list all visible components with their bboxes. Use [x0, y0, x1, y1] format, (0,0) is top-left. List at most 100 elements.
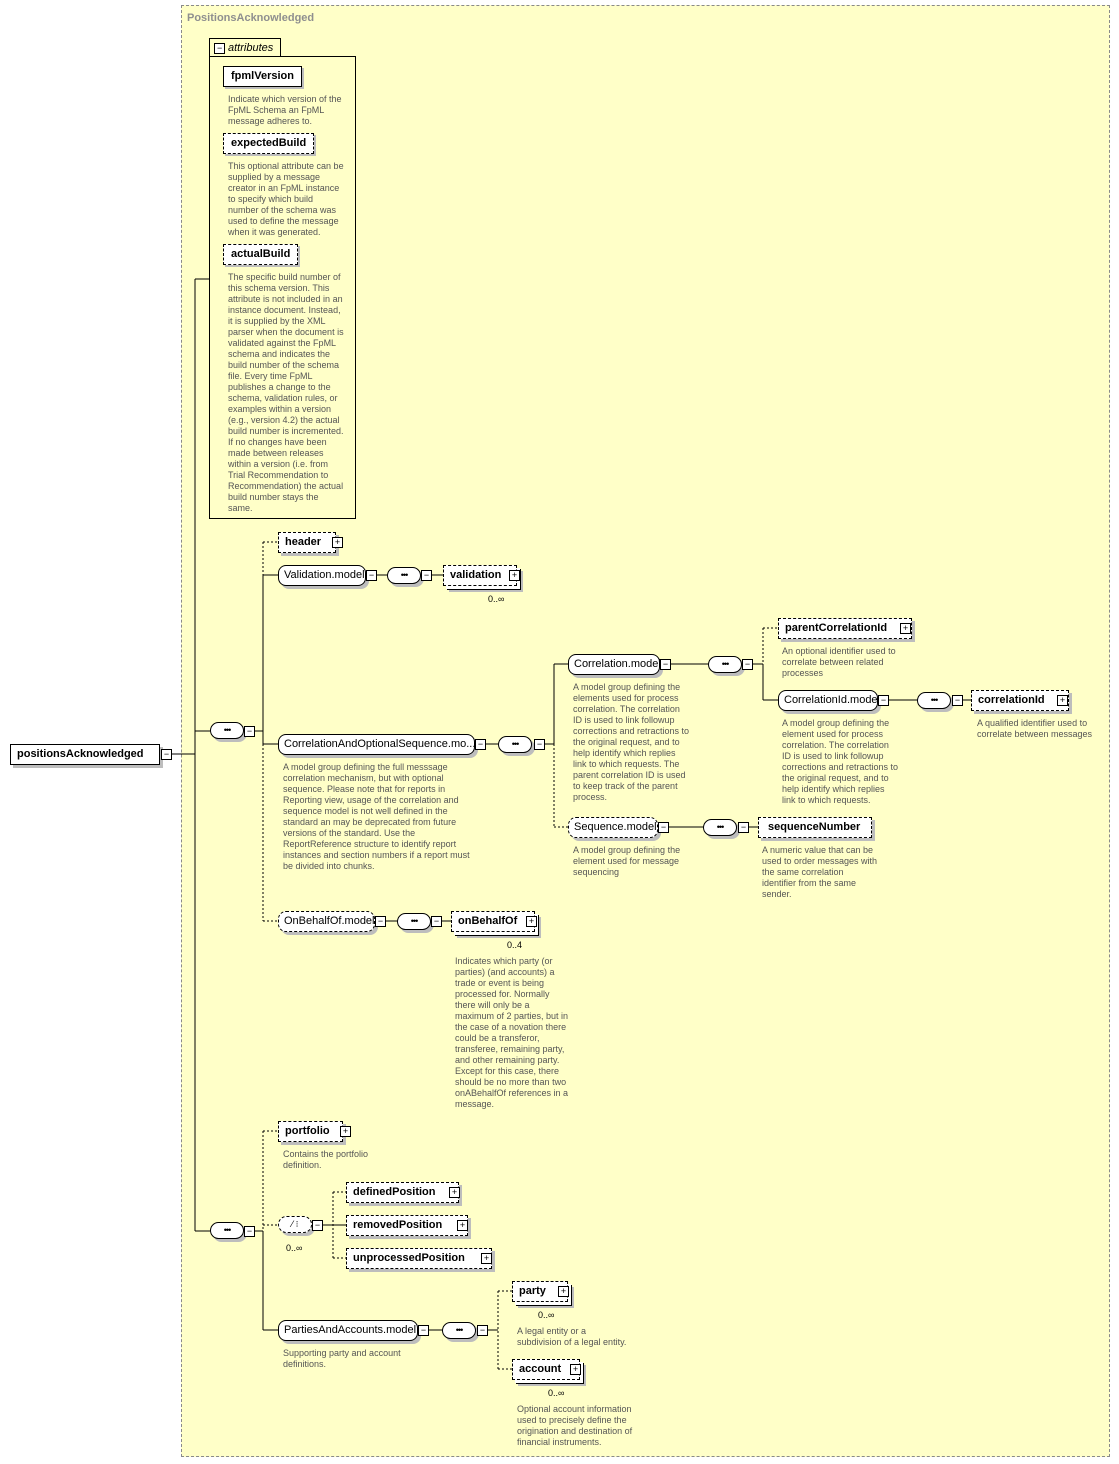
group-label: CorrelationId.model	[784, 694, 880, 706]
desc-line: creator in an FpML instance	[228, 183, 340, 193]
element-description: A numeric value that can be used to orde…	[762, 845, 887, 900]
desc-line: financial instruments.	[517, 1437, 602, 1447]
desc-line: subdivision of a legal entity.	[517, 1337, 627, 1347]
collapse-minus-icon[interactable]: −	[431, 916, 442, 927]
collapse-minus-icon[interactable]: −	[475, 739, 486, 750]
element-correlation-id[interactable]: correlationId	[971, 690, 1069, 711]
desc-line: link to which requests. The	[573, 759, 680, 769]
desc-line: the same correlation	[762, 867, 844, 877]
group-sequence-model[interactable]: Sequence.model	[568, 817, 658, 838]
expand-plus-icon[interactable]: +	[481, 1253, 492, 1264]
desc-line: help identify which replies	[782, 784, 885, 794]
attribute-expected-build[interactable]: expectedBuild	[223, 133, 315, 154]
desc-line: instances and section numbers if a repor…	[283, 850, 470, 860]
desc-line: sequence. Please note that for reports i…	[283, 784, 446, 794]
desc-line: Except for this case, there	[455, 1066, 560, 1076]
desc-line: be divided into chunks.	[283, 861, 375, 871]
sequence-compositor-icon: •••	[442, 1322, 476, 1339]
attribute-name: expectedBuild	[231, 137, 307, 149]
expand-plus-icon[interactable]: +	[526, 916, 537, 927]
collapse-minus-icon[interactable]: −	[658, 822, 669, 833]
desc-line: elements used for process	[573, 693, 679, 703]
root-element-label: positionsAcknowledged	[17, 748, 144, 760]
expand-plus-icon[interactable]: +	[457, 1220, 468, 1231]
group-parties-and-accounts-model[interactable]: PartiesAndAccounts.model	[278, 1320, 418, 1341]
desc-line: onABehalfOf references in a	[455, 1088, 569, 1098]
collapse-minus-icon[interactable]: −	[214, 43, 225, 54]
element-parent-correlation-id[interactable]: parentCorrelationId	[778, 618, 912, 639]
element-sequence-number[interactable]: sequenceNumber	[758, 817, 872, 838]
collapse-minus-icon[interactable]: −	[952, 695, 963, 706]
root-element-positions-acknowledged[interactable]: positionsAcknowledged	[10, 744, 160, 765]
expand-plus-icon[interactable]: +	[340, 1126, 351, 1137]
collapse-minus-icon[interactable]: −	[244, 1226, 255, 1237]
desc-line: An optional identifier used to	[782, 646, 896, 656]
collapse-minus-icon[interactable]: −	[244, 726, 255, 737]
collapse-minus-icon[interactable]: −	[421, 570, 432, 581]
group-correlation-id-model[interactable]: CorrelationId.model	[778, 690, 880, 711]
attribute-actual-build[interactable]: actualBuild	[223, 244, 299, 265]
element-removed-position[interactable]: removedPosition	[346, 1215, 468, 1236]
attribute-fpml-version[interactable]: fpmlVersion	[223, 66, 302, 87]
desc-line: examples within a version	[228, 404, 332, 414]
group-correlation-model[interactable]: Correlation.model	[568, 654, 661, 675]
group-validation-model[interactable]: Validation.model	[278, 565, 366, 586]
expand-plus-icon[interactable]: +	[900, 623, 911, 634]
group-correlation-and-optional-sequence-model[interactable]: CorrelationAndOptionalSequence.mo...	[278, 734, 475, 755]
expand-plus-icon[interactable]: +	[509, 570, 520, 581]
collapse-minus-icon[interactable]: −	[738, 822, 749, 833]
element-account[interactable]: account	[512, 1359, 580, 1380]
desc-line: to keep track of the parent	[573, 781, 678, 791]
collapse-minus-icon[interactable]: −	[418, 1325, 429, 1336]
sequence-compositor-icon: •••	[387, 567, 421, 584]
desc-line: maximum of 2 parties, but in	[455, 1011, 569, 1021]
desc-line: number of the schema was	[228, 205, 337, 215]
attributes-tab[interactable]: − attributes	[209, 38, 281, 57]
collapse-minus-icon[interactable]: −	[477, 1325, 488, 1336]
collapse-minus-icon[interactable]: −	[161, 749, 172, 760]
desc-line: made between releases	[228, 448, 324, 458]
desc-line: to specify which build	[228, 194, 314, 204]
collapse-minus-icon[interactable]: −	[742, 659, 753, 670]
desc-line: A model group defining the	[782, 718, 890, 728]
collapse-minus-icon[interactable]: −	[375, 916, 386, 927]
group-description: A model group defining the element used …	[782, 718, 907, 806]
desc-line: correlation. The correlation	[782, 740, 889, 750]
element-defined-position[interactable]: definedPosition	[346, 1182, 459, 1203]
collapse-minus-icon[interactable]: −	[312, 1220, 323, 1231]
collapse-minus-icon[interactable]: −	[534, 739, 545, 750]
desc-line: Trial Recommendation to	[228, 470, 329, 480]
group-description: A model group defining the elements used…	[573, 682, 698, 803]
element-on-behalf-of[interactable]: onBehalfOf	[451, 911, 535, 932]
desc-line: validated against the FpML	[228, 338, 337, 348]
element-label: unprocessedPosition	[353, 1252, 465, 1264]
element-party[interactable]: party	[512, 1281, 568, 1302]
group-label: PartiesAndAccounts.model	[284, 1324, 417, 1336]
collapse-minus-icon[interactable]: −	[660, 659, 671, 670]
desc-line: used to precisely define the	[517, 1415, 627, 1425]
expand-plus-icon[interactable]: +	[1057, 695, 1068, 706]
desc-line: versions of the standard. Use the	[283, 828, 416, 838]
element-label: validation	[450, 569, 502, 581]
collapse-minus-icon[interactable]: −	[366, 570, 377, 581]
element-validation[interactable]: validation	[443, 565, 517, 586]
group-on-behalf-of-model[interactable]: OnBehalfOf.model	[278, 911, 375, 932]
expand-plus-icon[interactable]: +	[558, 1286, 569, 1297]
collapse-minus-icon[interactable]: −	[878, 695, 889, 706]
element-label: portfolio	[285, 1125, 330, 1137]
desc-line: within a version (i.e. from	[228, 459, 329, 469]
frame-title: PositionsAcknowledged	[187, 12, 315, 24]
element-unprocessed-position[interactable]: unprocessedPosition	[346, 1248, 492, 1269]
expand-plus-icon[interactable]: +	[570, 1364, 581, 1375]
desc-line: Reporting view, usage of the correlation…	[283, 795, 459, 805]
group-description: A model group defining the element used …	[573, 845, 698, 878]
element-portfolio[interactable]: portfolio	[278, 1121, 343, 1142]
desc-line: and other remaining party.	[455, 1055, 560, 1065]
desc-line: used to order messages with	[762, 856, 878, 866]
element-header[interactable]: header	[278, 532, 336, 553]
desc-line: build number of the schema	[228, 360, 340, 370]
desc-line: attribute is not included in an	[228, 294, 343, 304]
expand-plus-icon[interactable]: +	[332, 537, 343, 548]
expand-plus-icon[interactable]: +	[449, 1187, 460, 1198]
